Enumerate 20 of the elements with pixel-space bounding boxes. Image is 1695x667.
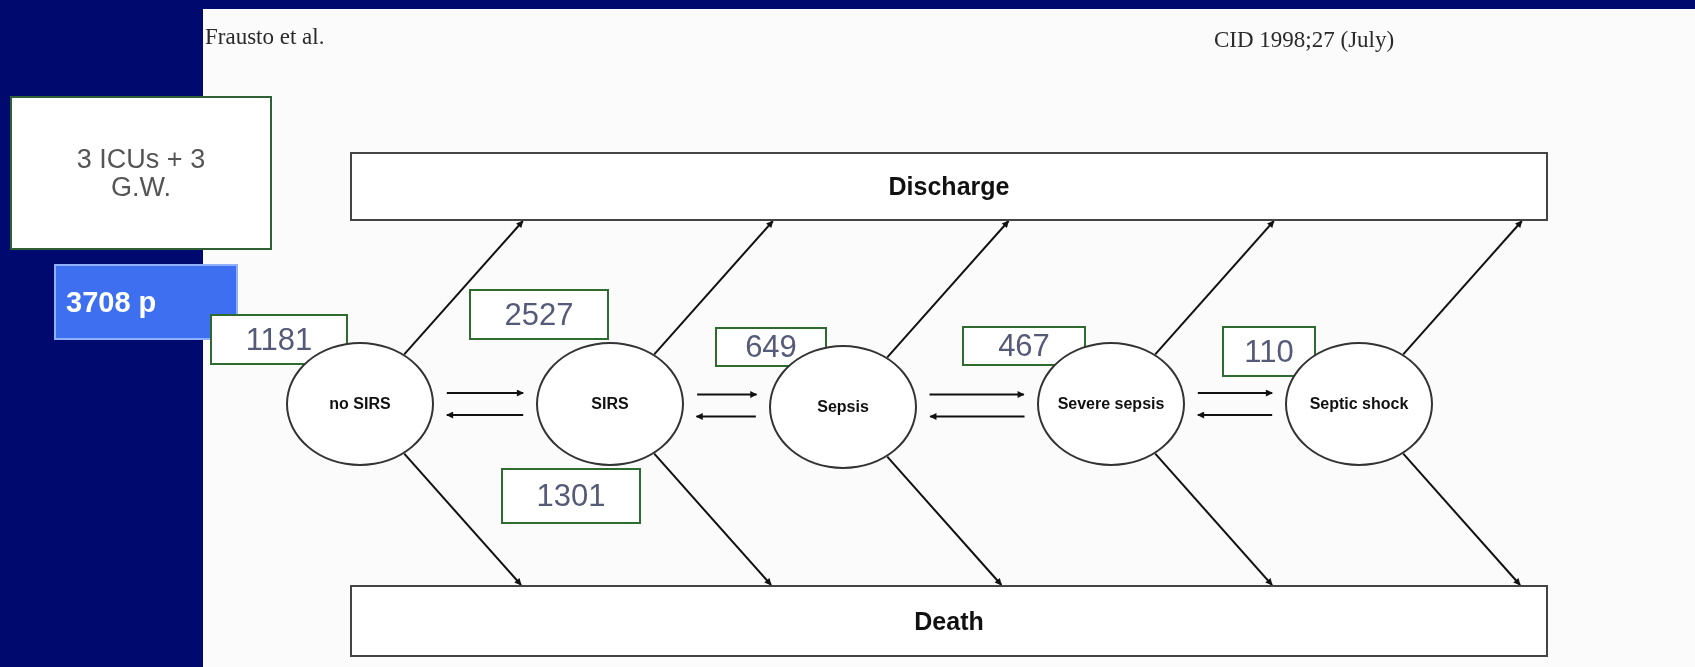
arrow xyxy=(1196,411,1274,419)
arrow xyxy=(445,389,525,397)
arrow xyxy=(1196,389,1274,397)
arrow xyxy=(445,411,525,419)
patient-count-box: 3708 p xyxy=(54,264,238,340)
citation-text: Frausto et al. xyxy=(205,24,325,50)
count-box: 467 xyxy=(962,326,1086,366)
arrow xyxy=(929,413,1026,420)
count-box: 649 xyxy=(715,327,827,367)
citation-text: CID 1998;27 (July) xyxy=(1214,27,1395,53)
count-box: 1301 xyxy=(501,468,641,524)
outcome-band: Death xyxy=(350,585,1548,657)
count-box: 1181 xyxy=(210,314,348,365)
outcome-band: Discharge xyxy=(350,152,1548,221)
count-box: 110 xyxy=(1222,326,1316,377)
site-box: 3 ICUs + 3 G.W. xyxy=(10,96,272,250)
arrow xyxy=(928,391,1025,398)
count-box: 2527 xyxy=(469,289,609,340)
arrow xyxy=(695,413,757,420)
arrow xyxy=(696,391,758,398)
